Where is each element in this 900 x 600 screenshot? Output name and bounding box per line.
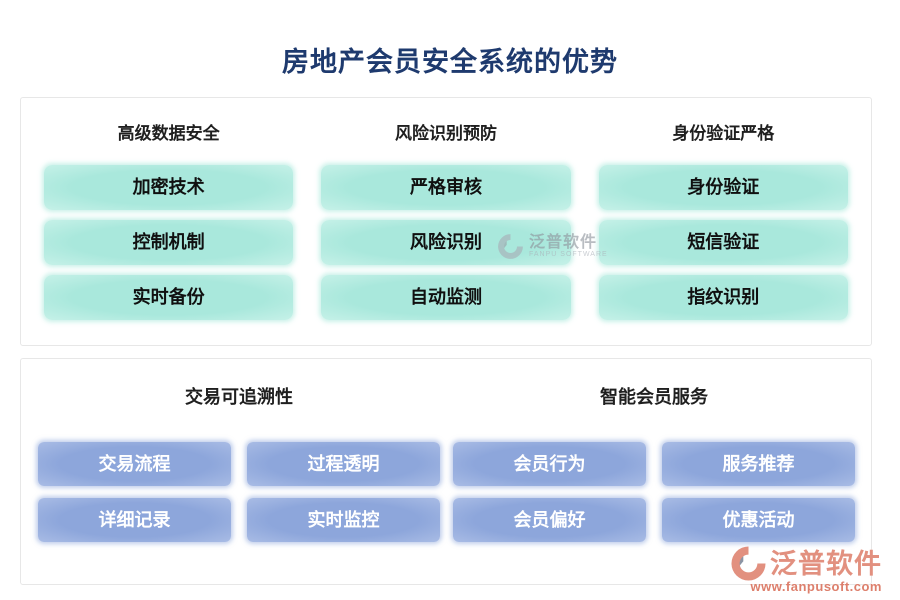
column-data-security: 高级数据安全 加密技术 控制机制 实时备份: [44, 112, 294, 345]
column-identity-verification: 身份验证严格 身份验证 短信验证 指纹识别: [598, 112, 848, 345]
feature-pill-detailed-records: 详细记录: [38, 498, 231, 542]
section-header-smart-service: 智能会员服务: [600, 387, 708, 407]
feature-pill-fingerprint: 指纹识别: [598, 275, 848, 320]
column-header-identity-verification: 身份验证严格: [672, 124, 775, 143]
traceability-grid: 交易流程 过程透明 详细记录 实时监控: [38, 442, 440, 542]
feature-pill-promotions: 优惠活动: [662, 498, 855, 542]
feature-pill-strict-review: 严格审核: [321, 165, 571, 210]
section-header-traceability: 交易可追溯性: [185, 387, 293, 407]
feature-pill-transaction-flow: 交易流程: [38, 442, 231, 486]
feature-pill-risk-identification: 风险识别: [321, 220, 571, 265]
feature-pill-member-preference: 会员偏好: [453, 498, 646, 542]
column-header-data-security: 高级数据安全: [117, 124, 220, 143]
feature-pill-sms-verify: 短信验证: [598, 220, 848, 265]
feature-pill-control-mechanism: 控制机制: [44, 220, 294, 265]
feature-pill-encryption: 加密技术: [44, 165, 294, 210]
smart-service-grid: 会员行为 服务推荐 会员偏好 优惠活动: [453, 442, 855, 542]
feature-pill-identity-verify: 身份验证: [598, 165, 848, 210]
feature-pill-member-behavior: 会员行为: [453, 442, 646, 486]
feature-pill-service-recommendation: 服务推荐: [662, 442, 855, 486]
column-risk-prevention: 风险识别预防 严格审核 风险识别 自动监测: [321, 112, 571, 345]
security-features-panel: 高级数据安全 加密技术 控制机制 实时备份 风险识别预防 严格审核 风险识别 自…: [20, 97, 872, 346]
feature-pill-process-transparency: 过程透明: [247, 442, 440, 486]
section-traceability: 交易可追溯性 交易流程 过程透明 详细记录 实时监控: [38, 387, 440, 584]
page-title: 房地产会员安全系统的优势: [282, 47, 618, 77]
feature-pill-realtime-monitoring: 实时监控: [247, 498, 440, 542]
feature-pill-auto-monitoring: 自动监测: [321, 275, 571, 320]
column-header-risk-prevention: 风险识别预防: [394, 124, 497, 143]
section-smart-member-service: 智能会员服务 会员行为 服务推荐 会员偏好 优惠活动: [453, 387, 855, 584]
feature-pill-realtime-backup: 实时备份: [44, 275, 294, 320]
service-features-panel: 交易可追溯性 交易流程 过程透明 详细记录 实时监控 智能会员服务 会员行为 服…: [20, 358, 872, 585]
